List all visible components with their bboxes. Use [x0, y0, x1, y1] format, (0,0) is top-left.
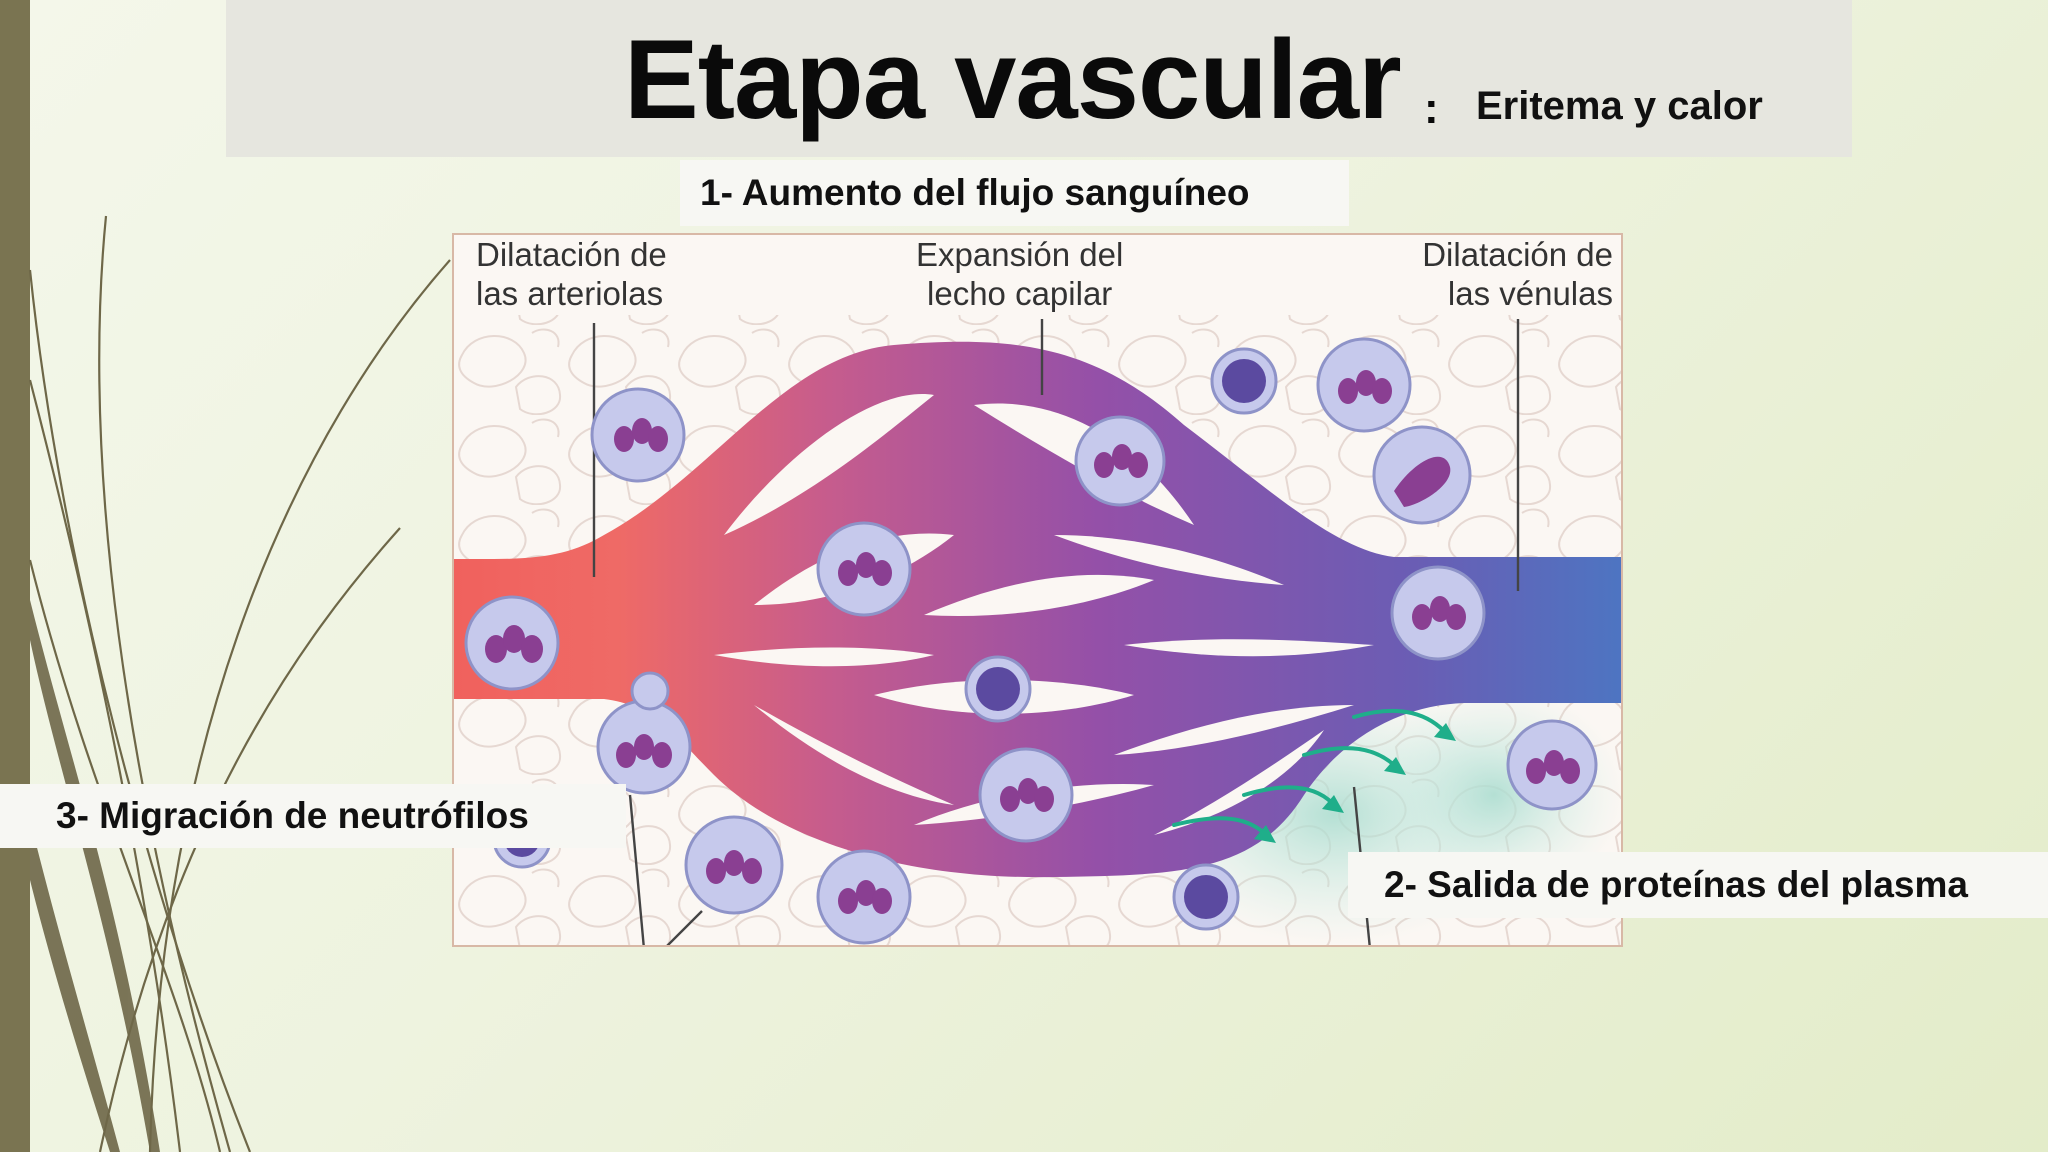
caption-capillary-bed: Expansión del lecho capilar [916, 235, 1123, 313]
slide-title: Etapa vascular [624, 17, 1402, 142]
diagram-artwork [454, 315, 1621, 945]
neutrophil-cell [816, 521, 912, 617]
caption-capillary-line1: Expansión del [916, 236, 1124, 273]
caption-capillary-line2: lecho capilar [927, 275, 1113, 312]
neutrophil-cell [1506, 719, 1598, 811]
neutrophil-cell [684, 815, 784, 915]
lymphocyte-cell [1172, 863, 1240, 931]
monocyte-cell [1372, 425, 1472, 525]
vascular-diagram: Dilatación de las arteriolas Expansión d… [452, 233, 1623, 947]
caption-arterioles-line1: Dilatación de [476, 236, 667, 273]
caption-arterioles: Dilatación de las arteriolas [476, 235, 667, 313]
neutrophil-cell [1316, 337, 1412, 433]
caption-venules-line1: Dilatación de [1422, 236, 1613, 273]
label-plasma-proteins-text: 2- Salida de proteínas del plasma [1384, 864, 1968, 905]
accent-bar [0, 0, 30, 1152]
slide-subtitle: Eritema y calor [1476, 84, 1763, 128]
lymphocyte-cell [1210, 347, 1278, 415]
label-plasma-proteins: 2- Salida de proteínas del plasma [1348, 852, 2048, 918]
lymphocyte-cell [964, 655, 1032, 723]
title-colon: : [1424, 84, 1439, 133]
neutrophil-cell [1390, 565, 1486, 661]
neutrophil-cell [464, 595, 560, 691]
decorative-leaves [28, 215, 451, 1152]
title-banner [226, 0, 1852, 157]
neutrophil-cell [596, 671, 692, 795]
label-neutrophil-migration-text: 3- Migración de neutrófilos [56, 795, 529, 836]
neutrophil-cell [978, 747, 1074, 843]
label-blood-flow-text: 1- Aumento del flujo sanguíneo [700, 172, 1250, 213]
caption-venules: Dilatación de las vénulas [1422, 235, 1613, 313]
label-neutrophil-migration: 3- Migración de neutrófilos [0, 784, 626, 848]
neutrophil-cell [1074, 415, 1166, 507]
caption-arterioles-line2: las arteriolas [476, 275, 664, 312]
caption-venules-line2: las vénulas [1447, 275, 1613, 312]
neutrophil-cell [590, 387, 686, 483]
label-blood-flow: 1- Aumento del flujo sanguíneo [680, 160, 1349, 226]
neutrophil-cell [816, 849, 912, 945]
